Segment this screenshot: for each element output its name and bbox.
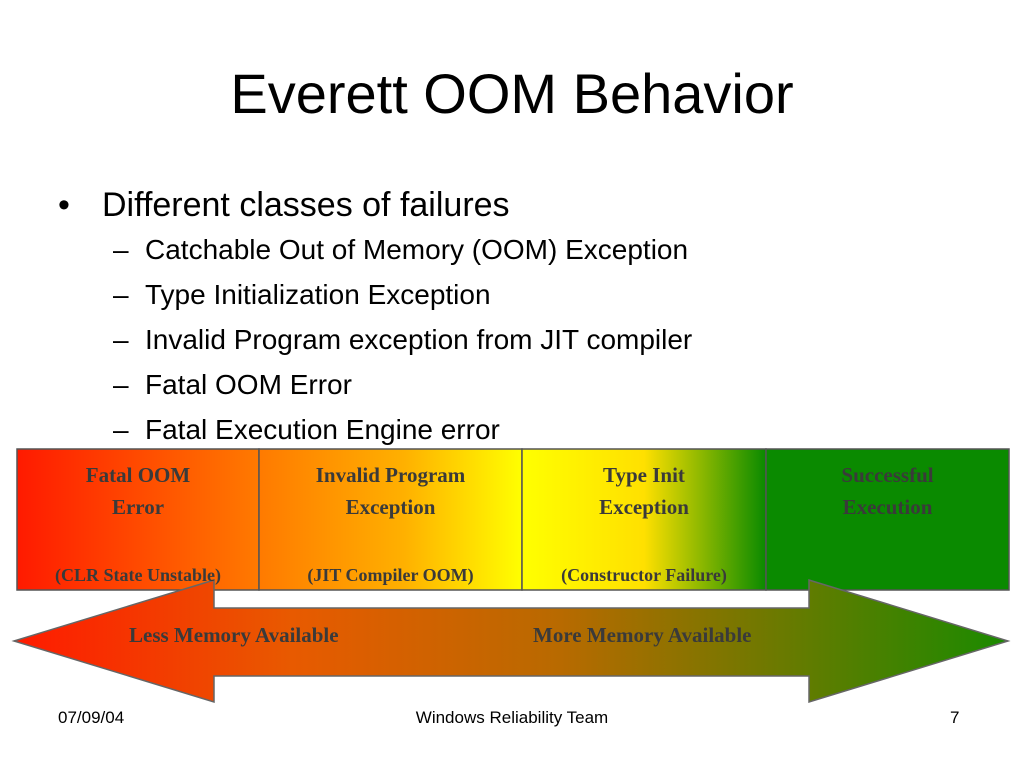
box-invalid-program-label: Invalid Program Exception (JIT Compiler …	[259, 459, 522, 589]
sub-bullet-marker: –	[113, 414, 129, 445]
bullet-text: Different classes of failures	[102, 186, 510, 224]
footer-team: Windows Reliability Team	[415, 708, 609, 727]
box-fatal-oom-label: Fatal OOM Error (CLR State Unstable)	[17, 459, 259, 589]
footer-date: 07/09/04	[58, 708, 125, 727]
sub-bullet-item: – Fatal Execution Engine error	[113, 407, 998, 452]
sub-bullet-text: Invalid Program exception from JIT compi…	[145, 324, 693, 355]
diagram-graphic	[11, 448, 1011, 704]
sub-bullet-text: Fatal OOM Error	[145, 369, 352, 400]
box-fatal-oom	[16, 448, 260, 591]
box-successful-label: Successful Execution	[766, 459, 1009, 589]
box-subtitle: (JIT Compiler OOM)	[307, 565, 474, 585]
box-title: Fatal OOM Error	[85, 463, 191, 519]
box-type-init-label: Type Init Exception (Constructor Failure…	[522, 459, 766, 589]
sub-bullet-marker: –	[113, 369, 129, 400]
box-successful	[765, 448, 1010, 591]
sub-bullet-text: Type Initialization Exception	[145, 279, 491, 310]
sub-bullet-item: – Fatal OOM Error	[113, 362, 998, 407]
box-title: Type Init Exception	[599, 463, 689, 519]
sub-bullet-marker: –	[113, 324, 129, 355]
memory-spectrum-diagram: Fatal OOM Error (CLR State Unstable) Inv…	[0, 447, 1024, 707]
box-type-init	[521, 448, 767, 591]
box-subtitle: (Constructor Failure)	[561, 565, 727, 585]
sub-bullet-item: – Invalid Program exception from JIT com…	[113, 317, 998, 362]
sub-bullet-item: – Type Initialization Exception	[113, 272, 998, 317]
bullet-item: • Different classes of failures	[58, 183, 998, 227]
box-subtitle: (CLR State Unstable)	[55, 565, 221, 585]
sub-bullet-text: Catchable Out of Memory (OOM) Exception	[145, 234, 689, 265]
box-invalid-program	[258, 448, 523, 591]
box-title: Invalid Program Exception	[315, 463, 466, 519]
memory-double-arrow	[11, 578, 1011, 704]
sub-bullet-text: Fatal Execution Engine error	[145, 414, 500, 445]
sub-bullet-item: – Catchable Out of Memory (OOM) Exceptio…	[113, 227, 998, 272]
box-title: Successful Execution	[841, 463, 934, 519]
sub-bullet-marker: –	[113, 279, 129, 310]
slide-title: Everett OOM Behavior	[230, 62, 794, 125]
bullet-list: • Different classes of failures – Catcha…	[58, 183, 998, 452]
footer-page-number: 7	[950, 708, 960, 727]
bullet-marker: •	[58, 186, 70, 224]
arrow-left-label: Less Memory Available	[129, 623, 339, 647]
sub-bullet-marker: –	[113, 234, 129, 265]
arrow-right-label: More Memory Available	[533, 623, 752, 647]
